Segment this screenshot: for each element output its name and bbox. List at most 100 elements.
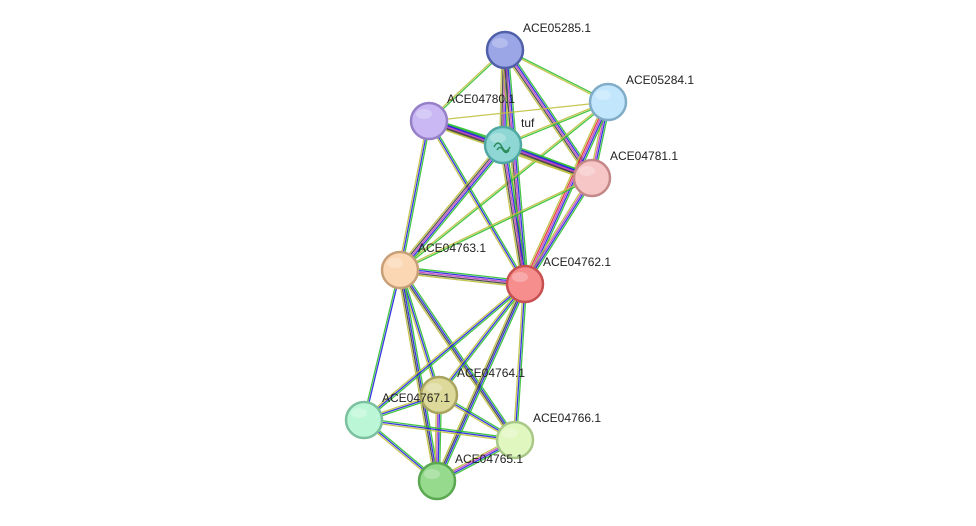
- node-highlight: [416, 109, 432, 119]
- node-ace04764-1[interactable]: [419, 375, 459, 415]
- node-label-ace05284-1: ACE05284.1: [626, 73, 694, 87]
- edge-evidence-line: [438, 283, 526, 396]
- edge-ace04762-1-ace04764-1: [437, 282, 527, 397]
- nodes-layer: [344, 30, 628, 501]
- edge-evidence-line: [526, 178, 595, 286]
- edge-evidence-line: [512, 283, 525, 440]
- node-circle[interactable]: [495, 420, 535, 460]
- node-ace04763-1[interactable]: [380, 250, 420, 290]
- node-highlight: [426, 383, 442, 393]
- edge-tuf-ace04763-1: [397, 142, 506, 273]
- protein-structure-icon: [493, 142, 511, 154]
- edge-evidence-line: [401, 269, 441, 481]
- node-highlight: [351, 408, 367, 418]
- edge-ace04762-1-ace04765-1: [434, 282, 528, 483]
- node-label-tuf: tuf: [521, 116, 535, 130]
- edge-evidence-line: [499, 145, 523, 285]
- node-label-ace04767-1: ACE04767.1: [382, 391, 450, 405]
- node-circle[interactable]: [344, 400, 384, 440]
- node-highlight: [512, 272, 528, 282]
- edge-evidence-line: [435, 283, 525, 481]
- edge-evidence-line: [503, 50, 592, 180]
- edge-ace04767-1-ace04766-1: [363, 417, 516, 443]
- edge-evidence-line: [505, 49, 528, 284]
- node-label-ace05285-1: ACE05285.1: [523, 21, 591, 35]
- edge-evidence-line: [397, 270, 514, 442]
- node-ace05285-1[interactable]: [485, 30, 525, 70]
- edge-evidence-line: [362, 269, 400, 420]
- node-ace05284-1[interactable]: [588, 82, 628, 122]
- node-label-ace04764-1: ACE04764.1: [457, 366, 525, 380]
- node-circle[interactable]: [572, 158, 612, 198]
- edge-evidence-line: [399, 269, 526, 285]
- node-circle[interactable]: [485, 30, 525, 70]
- edge-evidence-line: [401, 268, 518, 440]
- edge-evidence-line: [400, 269, 517, 440]
- edge-evidence-line: [364, 270, 402, 421]
- node-circle[interactable]: [505, 264, 545, 304]
- node-highlight: [424, 469, 440, 479]
- edge-evidence-line: [398, 143, 503, 270]
- edge-evidence-line: [434, 282, 524, 481]
- edge-ace04763-1-ace04762-1: [399, 266, 526, 288]
- node-circle[interactable]: [419, 375, 459, 415]
- edge-evidence-line: [399, 176, 592, 270]
- node-ace04767-1[interactable]: [344, 400, 384, 440]
- node-ace04780-1[interactable]: [409, 101, 449, 141]
- edge-evidence-line: [524, 101, 609, 285]
- edge-ace04781-1-ace04762-1: [522, 176, 595, 286]
- edge-evidence-line: [400, 267, 526, 284]
- node-label-ace04781-1: ACE04781.1: [610, 149, 678, 163]
- edge-evidence-line: [400, 102, 609, 272]
- edge-evidence-line: [400, 269, 442, 395]
- edge-evidence-line: [401, 146, 506, 273]
- edge-evidence-line: [400, 121, 432, 271]
- node-ace04781-1[interactable]: [572, 158, 612, 198]
- node-label-ace04766-1: ACE04766.1: [533, 411, 601, 425]
- node-circle[interactable]: [417, 461, 457, 501]
- node-circle[interactable]: [380, 250, 420, 290]
- node-highlight: [579, 166, 595, 176]
- edge-evidence-line: [363, 419, 516, 441]
- edge-evidence-line: [429, 119, 527, 284]
- edge-ace04762-1-ace04767-1: [362, 282, 527, 422]
- edge-ace05284-1-ace04763-1: [399, 100, 609, 272]
- node-tuf[interactable]: [483, 125, 523, 165]
- node-highlight: [595, 90, 611, 100]
- edge-evidence-line: [397, 120, 429, 270]
- node-ace04765-1[interactable]: [417, 461, 457, 501]
- edge-evidence-line: [363, 283, 526, 421]
- edge-ace04763-1-ace04766-1: [397, 268, 518, 442]
- edge-evidence-line: [398, 270, 515, 441]
- edge-evidence-line: [514, 283, 526, 441]
- edge-evidence-line: [399, 120, 430, 271]
- edge-evidence-line: [522, 176, 591, 284]
- node-label-ace04780-1: ACE04780.1: [447, 92, 515, 106]
- edge-evidence-line: [515, 284, 528, 441]
- node-circle[interactable]: [483, 125, 523, 165]
- node-ace04762-1[interactable]: [505, 264, 545, 304]
- node-highlight: [387, 258, 403, 268]
- node-label-ace04765-1: ACE04765.1: [455, 452, 523, 466]
- node-highlight: [492, 38, 508, 48]
- node-circle[interactable]: [409, 101, 449, 141]
- edge-evidence-line: [362, 282, 525, 420]
- edge-evidence-line: [400, 178, 593, 272]
- edge-evidence-line: [364, 417, 516, 440]
- edge-ace04762-1-ace04766-1: [512, 283, 528, 441]
- node-circle[interactable]: [588, 82, 628, 122]
- edge-evidence-line: [505, 144, 529, 284]
- edge-evidence-line: [399, 144, 504, 271]
- edge-evidence-line: [400, 266, 526, 282]
- node-label-ace04762-1: ACE04762.1: [543, 255, 611, 269]
- edge-ace05284-1-ace04780-1: [428, 101, 609, 122]
- edge-evidence-line: [504, 49, 593, 179]
- edge-evidence-line: [399, 100, 608, 270]
- edge-evidence-line: [523, 177, 592, 284]
- edge-ace04780-1-ace04763-1: [397, 120, 432, 271]
- edge-evidence-line: [438, 284, 528, 483]
- edge-evidence-line: [398, 270, 437, 482]
- node-ace04766-1[interactable]: [495, 420, 535, 460]
- edge-evidence-line: [521, 100, 606, 283]
